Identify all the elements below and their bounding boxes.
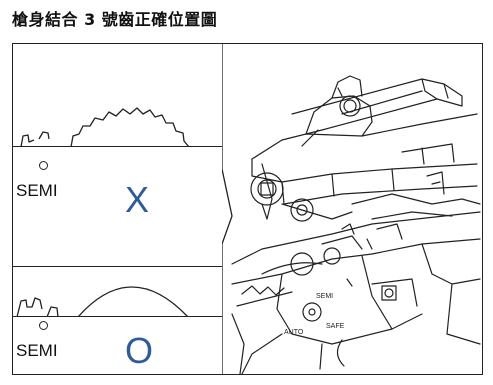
auto-marking: AUTO: [284, 329, 304, 336]
incorrect-mark: X: [125, 179, 150, 220]
selector-semi-panel-correct: SEMI O: [13, 317, 222, 374]
selector-indicator-dot: [39, 321, 48, 330]
diagram-title: 槍身結合 3 號齒正確位置圖: [12, 10, 218, 29]
diagram-frame: SEMI X SEMI O: [12, 43, 483, 375]
rifle-assembly-illustration: AUTO SEMI SAFE: [222, 44, 481, 374]
safe-marking: SAFE: [326, 323, 345, 330]
gear-comparison-column: SEMI X SEMI O: [13, 44, 222, 374]
semi-label: SEMI: [16, 181, 58, 200]
semi-marking: SEMI: [316, 293, 333, 300]
selector-indicator-dot: [39, 161, 48, 170]
semi-label: SEMI: [16, 341, 58, 360]
gear-closeup-correct: [13, 267, 222, 317]
gear-closeup-incorrect: [13, 44, 222, 147]
selector-semi-panel-incorrect: SEMI X: [13, 147, 222, 267]
gear-teeth-drawing: [20, 107, 190, 147]
gear-arc-drawing: [16, 286, 189, 317]
correct-mark: O: [125, 330, 154, 371]
